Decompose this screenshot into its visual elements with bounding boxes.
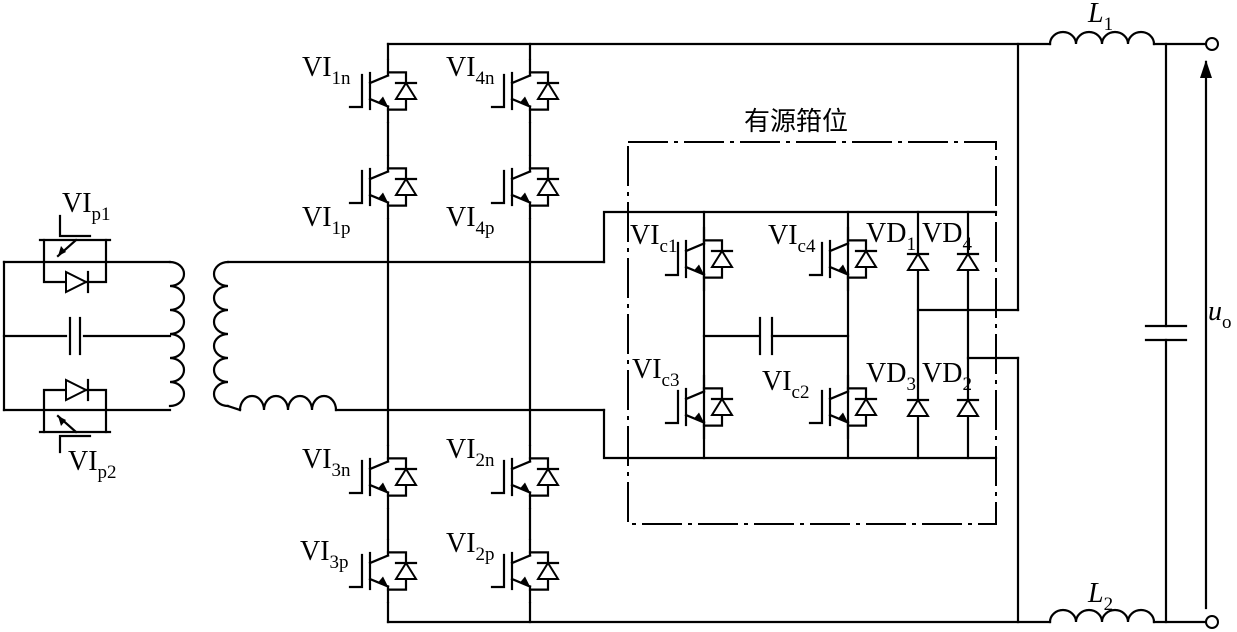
- output-filter: [1048, 30, 1219, 629]
- switch-vi3p: [348, 538, 418, 604]
- clamp-title: 有源箝位: [744, 107, 848, 137]
- primary-circuit: [2, 214, 172, 454]
- clamp-diodes: [906, 252, 980, 417]
- output-terminal-top: [1205, 37, 1219, 51]
- label-vd2: VD2: [922, 358, 972, 395]
- label-vip2: VIp2: [68, 446, 117, 483]
- diode-vd1: [906, 252, 930, 271]
- transformer: [168, 260, 606, 412]
- inductor-l2: [1048, 608, 1156, 624]
- switch-vi3n: [348, 444, 418, 510]
- diode-vd2: [956, 398, 980, 417]
- label-vi4n: VI4n: [446, 52, 495, 89]
- label-vi4p: VI4p: [446, 202, 495, 239]
- inductor-l1: [1048, 30, 1156, 46]
- label-vip1: VIp1: [62, 188, 111, 225]
- label-vic3: VIc3: [632, 354, 679, 391]
- label-vic4: VIc4: [768, 220, 816, 257]
- diode-vd4: [956, 252, 980, 271]
- label-uo: uo: [1208, 296, 1232, 333]
- label-l2: L2: [1087, 578, 1113, 615]
- label-vd1: VD1: [866, 218, 916, 255]
- label-vic2: VIc2: [762, 366, 809, 403]
- output-terminal-bottom: [1205, 615, 1219, 629]
- switch-vi4p: [490, 154, 560, 220]
- switch-vi1n: [348, 58, 418, 124]
- switch-vi1p: [348, 154, 418, 220]
- switch-vi4n: [490, 58, 560, 124]
- label-l1: L1: [1087, 0, 1113, 35]
- switch-vi2p: [490, 538, 560, 604]
- h-bridge: [386, 42, 1052, 624]
- label-vic1: VIc1: [630, 220, 677, 257]
- label-vi2p: VI2p: [446, 528, 495, 565]
- label-vi3p: VI3p: [300, 536, 349, 573]
- diode-vd3: [906, 398, 930, 417]
- switch-vi2n: [490, 444, 560, 510]
- label-vi2n: VI2n: [446, 434, 495, 471]
- label-vi3n: VI3n: [302, 444, 351, 481]
- uo-arrow-icon: [1200, 60, 1212, 78]
- label-vi1n: VI1n: [302, 52, 351, 89]
- label-vd4: VD4: [922, 218, 972, 255]
- label-vd3: VD3: [866, 358, 916, 395]
- label-vi1p: VI1p: [302, 202, 351, 239]
